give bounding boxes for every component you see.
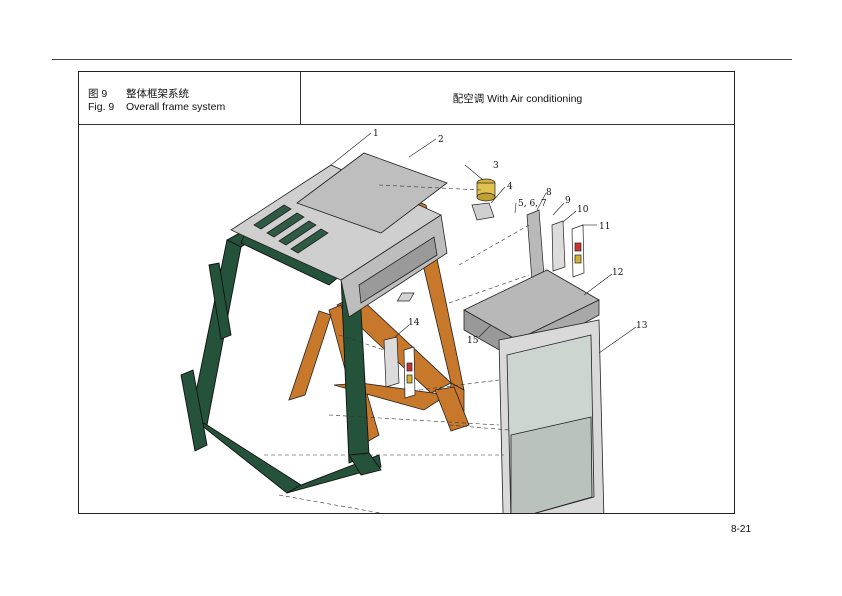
page-number: 8-21	[731, 524, 752, 535]
exploded-frame-drawing: 1 2 3 4 5, 6, 7 8 9 10 11 12 13 14 15	[180, 129, 648, 513]
figure-frame: 图 9 整体框架系统 Fig. 9 Overall frame system 配空调…	[78, 71, 735, 514]
callout-2: 2	[438, 135, 444, 145]
header-divider	[79, 124, 734, 125]
callout-3: 3	[493, 161, 499, 171]
figure-title-en-text: Overall frame system	[126, 101, 226, 113]
callout-12: 12	[612, 268, 623, 278]
assembly-dashes	[264, 184, 530, 513]
callout-15: 15	[467, 336, 479, 346]
top-rule	[52, 59, 792, 60]
figure-number-en: Fig. 9	[88, 101, 115, 113]
roof-lid-panel	[296, 152, 448, 234]
figure-title-en: Fig. 9 Overall frame system	[88, 101, 225, 113]
callout-14: 14	[408, 318, 420, 328]
callout-11: 11	[599, 222, 610, 232]
callout-1: 1	[373, 129, 379, 139]
door-panel	[498, 319, 605, 513]
caption-cell: 配空调 With Air conditioning	[301, 72, 734, 124]
figure-number-cn: 图 9	[88, 88, 108, 100]
callout-5-6-7: 5, 6, 7	[518, 199, 547, 209]
leader-lines	[330, 132, 637, 354]
callout-labels: 1 2 3 4 5, 6, 7 8 9 10 11 12 13 14 15	[373, 129, 648, 346]
callout-8: 8	[546, 188, 552, 198]
figure-title-cn: 图 9 整体框架系统	[88, 86, 189, 101]
callout-4: 4	[507, 182, 513, 192]
figure-title-cell: 图 9 整体框架系统 Fig. 9 Overall frame system	[79, 72, 301, 124]
figure-title-cn-text: 整体框架系统	[126, 88, 189, 100]
callout-9: 9	[565, 196, 571, 206]
figure-caption: 配空调 With Air conditioning	[452, 92, 583, 105]
callout-10: 10	[577, 205, 589, 215]
callout-13: 13	[636, 321, 648, 331]
